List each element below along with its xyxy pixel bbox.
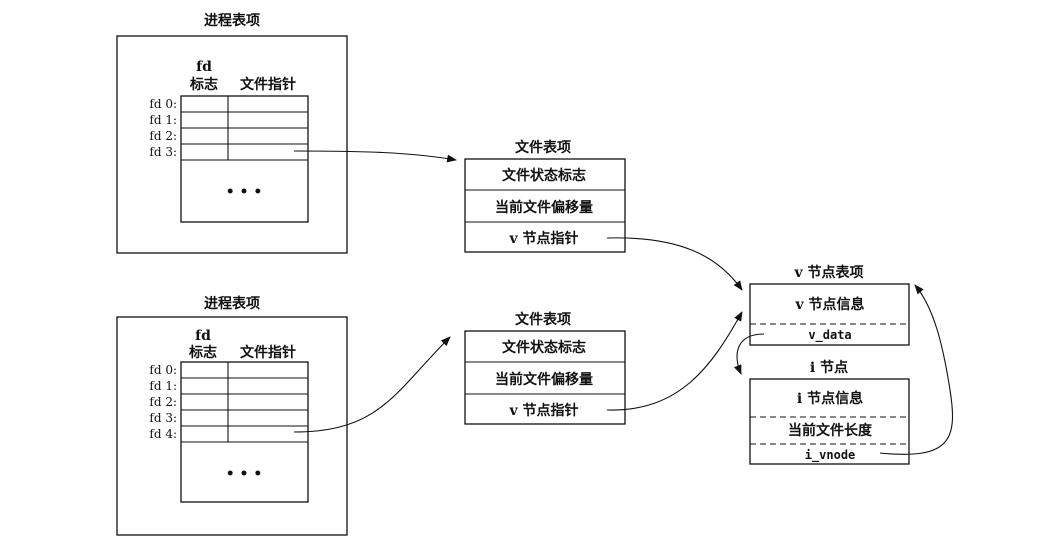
process-table-1-frame (116, 35, 348, 254)
fd-label: fd 2: (149, 129, 177, 143)
fd-label: fd 0: (149, 97, 177, 111)
process-table-1: 进程表项 fd 标志 文件指针 fd 0: fd 1: fd 2: fd 3: … (116, 12, 348, 254)
vnode-table-frame (749, 283, 910, 346)
fd-label: fd 1: (149, 379, 177, 393)
process-table-1-fd-array (180, 95, 309, 223)
vnode-table-title: v 节点表项 (793, 264, 863, 281)
file-table-1-title: 文件表项 (515, 139, 571, 156)
arrow-file-table-2-to-vnode (606, 311, 743, 411)
current-file-offset: 当前文件偏移量 (495, 371, 593, 388)
arrow-fd4-to-file-table-2 (293, 336, 451, 433)
ellipsis: • • • (226, 184, 263, 200)
file-table-1-frame (464, 158, 626, 253)
fd-label: fd 4: (149, 427, 177, 441)
ellipsis: • • • (226, 466, 263, 482)
i-vnode-field: i_vnode (805, 448, 856, 463)
arrow-fd3-to-file-table-1 (293, 150, 457, 163)
arrow-file-table-1-to-vnode (606, 237, 743, 291)
file-table-1: 文件表项 文件状态标志 当前文件偏移量 v 节点指针 (464, 139, 626, 253)
file-table-2-frame (464, 330, 626, 425)
current-file-offset: 当前文件偏移量 (495, 199, 593, 216)
process-table-2: 进程表项 fd 标志 文件指针 fd 0: fd 1: fd 2: fd 3: … (116, 295, 348, 536)
process-table-2-fd-header: fd (195, 328, 211, 344)
arrow-i-vnode-to-vnode (879, 284, 954, 455)
file-status-flags: 文件状态标志 (502, 339, 586, 356)
current-file-length: 当前文件长度 (788, 422, 873, 439)
process-table-2-frame (116, 316, 348, 536)
process-table-1-fd-header: fd (196, 59, 212, 75)
inode-info: i 节点信息 (797, 390, 863, 407)
fd-label: fd 3: (149, 411, 177, 425)
vnode-info: v 节点信息 (794, 296, 864, 313)
process-table-2-flag-header: 标志 (188, 344, 217, 361)
fd-label: fd 2: (149, 395, 177, 409)
inode-frame (749, 378, 910, 465)
process-table-2-title: 进程表项 (204, 295, 260, 312)
arrow-v-data-to-inode (733, 333, 765, 375)
vnode-pointer: v 节点指针 (508, 402, 578, 419)
fd-label: fd 1: (149, 113, 177, 127)
inode: i 节点 i 节点信息 当前文件长度 i_vnode (749, 359, 910, 465)
fd-label: fd 0: (149, 363, 177, 377)
inode-title: i 节点 (810, 359, 848, 376)
fd-label: fd 3: (149, 145, 177, 159)
vnode-table: v 节点表项 v 节点信息 v_data (749, 264, 910, 346)
file-status-flags: 文件状态标志 (502, 167, 586, 184)
vnode-pointer: v 节点指针 (508, 230, 578, 247)
v-data-field: v_data (808, 328, 851, 343)
process-table-2-fileptr-header: 文件指针 (240, 344, 296, 361)
process-table-1-flag-header: 标志 (189, 76, 218, 93)
file-table-2-title: 文件表项 (515, 311, 571, 328)
process-table-1-title: 进程表项 (204, 12, 260, 29)
process-table-1-fileptr-header: 文件指针 (240, 76, 296, 93)
file-table-2: 文件表项 文件状态标志 当前文件偏移量 v 节点指针 (464, 311, 626, 425)
